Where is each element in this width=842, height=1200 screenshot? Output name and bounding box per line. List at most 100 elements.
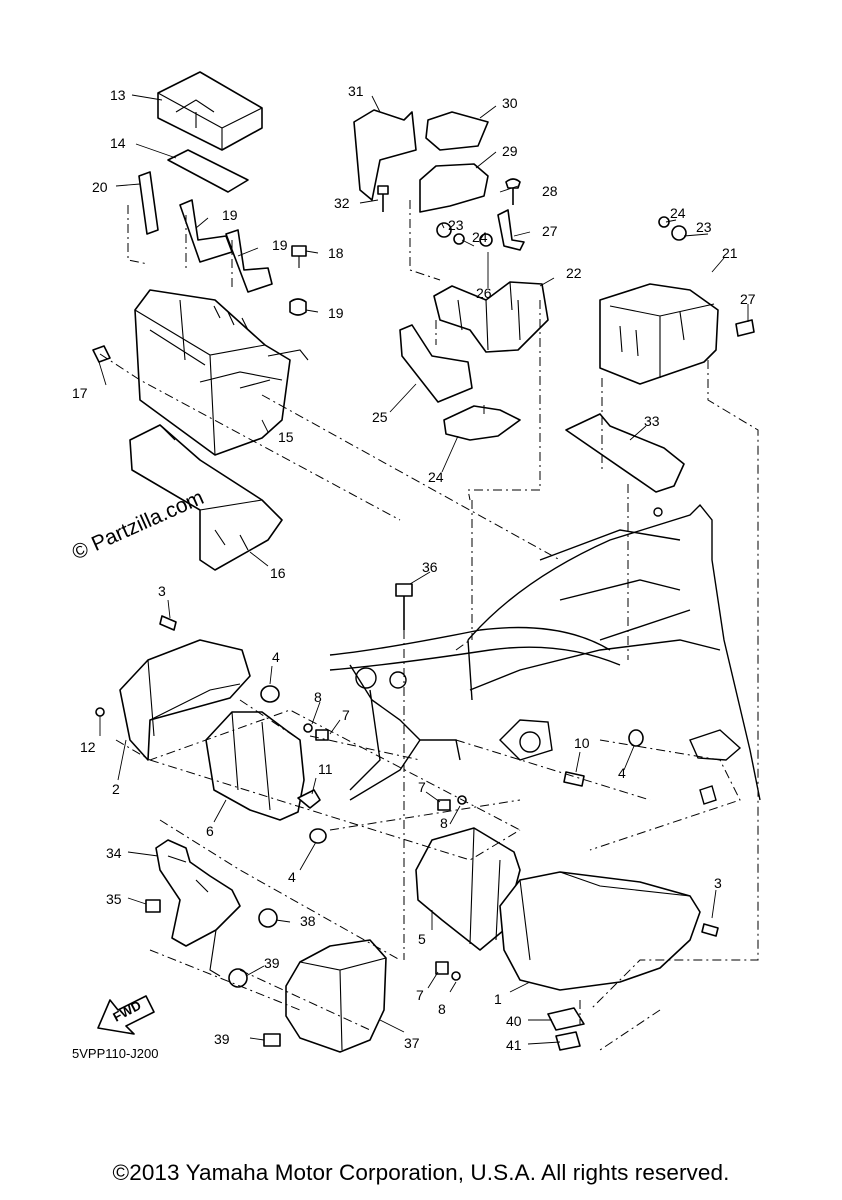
part-7-screw-c xyxy=(435,961,449,975)
part-30-cover xyxy=(419,163,489,213)
callout-7a: 7 xyxy=(342,707,350,723)
callout-23a: 23 xyxy=(448,217,464,233)
part-33-bolt xyxy=(377,185,389,212)
callout-36: 35 xyxy=(106,891,122,907)
part-38-cover xyxy=(285,939,387,1053)
callout-8a: 8 xyxy=(314,689,322,705)
part-31-plate xyxy=(425,111,489,151)
part-4-grommet-b xyxy=(309,828,327,844)
callout-4a: 4 xyxy=(272,649,280,665)
callout-38: 37 xyxy=(404,1035,420,1051)
part-8-washer-a xyxy=(303,723,313,733)
part-40-bolt xyxy=(263,1033,281,1047)
part-35-bracket xyxy=(155,839,241,977)
part-27-bolt-b xyxy=(735,319,755,337)
part-13-pad xyxy=(167,149,249,193)
callout-20: 20 xyxy=(92,179,108,195)
part-16-clip xyxy=(92,345,111,363)
part-21-box xyxy=(599,283,719,385)
part-41-label xyxy=(547,1007,585,1031)
callout-26: 25 xyxy=(372,409,388,425)
callout-12: 13 xyxy=(110,87,126,103)
callout-40: 39 xyxy=(214,1031,230,1047)
part-7-screw-a xyxy=(315,729,329,741)
diagram-code: 5VPP110-J200 xyxy=(72,1046,159,1061)
part-1-cover xyxy=(499,871,701,991)
callout-24a: 24 xyxy=(472,229,488,245)
part-24-washer-b xyxy=(658,216,670,228)
part-14-battery-box xyxy=(134,289,309,456)
part-17-bolt xyxy=(291,245,307,268)
fwd-arrow-icon: FWD xyxy=(97,995,155,1035)
part-23-nut-a xyxy=(436,222,452,238)
part-37-bolt xyxy=(395,583,413,630)
callout-25: 24 xyxy=(428,469,444,485)
assembly-lines xyxy=(99,200,759,1051)
callout-29: 28 xyxy=(542,183,558,199)
callout-21: 21 xyxy=(722,245,738,261)
callout-34: 33 xyxy=(644,413,660,429)
callout-19b: 19 xyxy=(272,237,288,253)
part-6-cover xyxy=(205,711,305,821)
part-3-screw-b xyxy=(701,923,719,937)
part-7-screw-b xyxy=(437,799,451,811)
callout-27a: 26 xyxy=(476,285,492,301)
part-39-grommet-b xyxy=(228,968,248,988)
callout-14: 15 xyxy=(278,429,294,445)
callout-9: 10 xyxy=(574,735,590,751)
callout-numbers: 13 14 20 19 19 18 19 17 15 16 31 30 29 2… xyxy=(72,83,756,1053)
callout-3b: 3 xyxy=(714,875,722,891)
part-22-fuse-holder xyxy=(433,281,549,353)
part-4-grommet-a xyxy=(260,685,280,703)
part-25-plate xyxy=(443,405,521,441)
callout-33: 32 xyxy=(334,195,350,211)
callout-4c: 4 xyxy=(618,765,626,781)
part-29-screw xyxy=(505,178,521,205)
part-8-washer-c xyxy=(451,971,461,981)
part-23-nut-b xyxy=(671,225,687,241)
part-24-washer-a xyxy=(453,233,465,245)
callout-11: 12 xyxy=(80,739,96,755)
callout-22: 22 xyxy=(566,265,582,281)
part-2-cover xyxy=(119,639,251,761)
part-3-screw-a xyxy=(159,615,177,631)
callout-35: 34 xyxy=(106,845,122,861)
leader-lines xyxy=(98,94,749,1045)
part-9-bolt xyxy=(563,771,585,787)
frame xyxy=(329,503,761,805)
callout-37: 36 xyxy=(422,559,438,575)
part-27-bolt-a xyxy=(479,233,493,247)
callout-17: 18 xyxy=(328,245,344,261)
callout-39b: 39 xyxy=(264,955,280,971)
callout-31: 30 xyxy=(502,95,518,111)
callout-13: 14 xyxy=(110,135,126,151)
part-32-cover xyxy=(353,109,417,201)
part-28-bracket xyxy=(497,209,525,251)
part-15-tray xyxy=(129,424,283,571)
callout-19a: 19 xyxy=(222,207,238,223)
part-26-cover xyxy=(399,324,473,403)
callout-41: 40 xyxy=(506,1013,522,1029)
callout-39a: 38 xyxy=(300,913,316,929)
watermark: © Partzilla.com xyxy=(69,486,208,565)
part-39-grommet-a xyxy=(258,908,278,928)
callout-42: 41 xyxy=(506,1037,522,1053)
callout-32: 31 xyxy=(348,83,364,99)
callout-28: 27 xyxy=(542,223,558,239)
callout-16: 17 xyxy=(72,385,88,401)
part-19-bracket-b xyxy=(225,229,273,293)
callout-5: 5 xyxy=(418,931,426,947)
part-4-grommet-c xyxy=(628,729,644,747)
part-11-washer xyxy=(95,707,105,717)
callout-4b: 4 xyxy=(288,869,296,885)
part-34-plate xyxy=(565,413,685,493)
callout-18: 19 xyxy=(328,305,344,321)
callout-8b: 8 xyxy=(440,815,448,831)
callout-6: 6 xyxy=(206,823,214,839)
part-42-label xyxy=(555,1031,581,1051)
callout-3a: 3 xyxy=(158,583,166,599)
part-36-bolt xyxy=(145,899,161,913)
copyright-notice: ©2013 Yamaha Motor Corporation, U.S.A. A… xyxy=(112,1160,730,1185)
callout-27b: 27 xyxy=(740,291,756,307)
